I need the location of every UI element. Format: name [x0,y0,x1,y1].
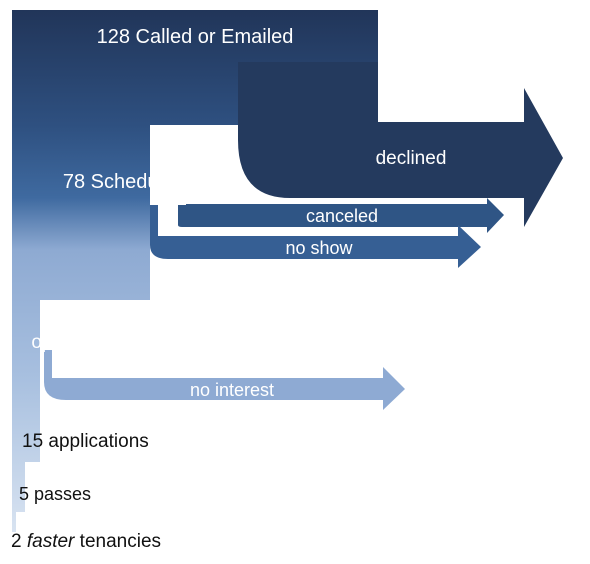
no-interest-label: no interest [190,380,274,400]
called-label: 128 Called or Emailed [97,26,294,48]
tenancies-rest: tenancies [80,531,161,552]
applications-label: 15 applications [22,431,149,452]
canceled-arrow [178,198,504,233]
funnel-body [12,10,378,532]
no-interest-arrow [44,350,405,410]
scheduled-label: 78 Scheduled [63,171,185,193]
tenancies-count: 2 [11,531,22,552]
attend-label-line2: open house [31,332,130,353]
no-show-arrow [150,205,481,268]
declined-arrow [238,62,563,227]
passes-label: 5 passes [19,484,91,504]
no-show-label: no show [285,238,353,258]
tenancies-emphasis: faster [27,531,75,552]
tenancies-label: 2 faster tenancies [11,531,161,552]
canceled-label: canceled [306,206,378,226]
attend-label-line1: 59 attend [41,304,120,325]
declined-label: declined [376,148,447,169]
